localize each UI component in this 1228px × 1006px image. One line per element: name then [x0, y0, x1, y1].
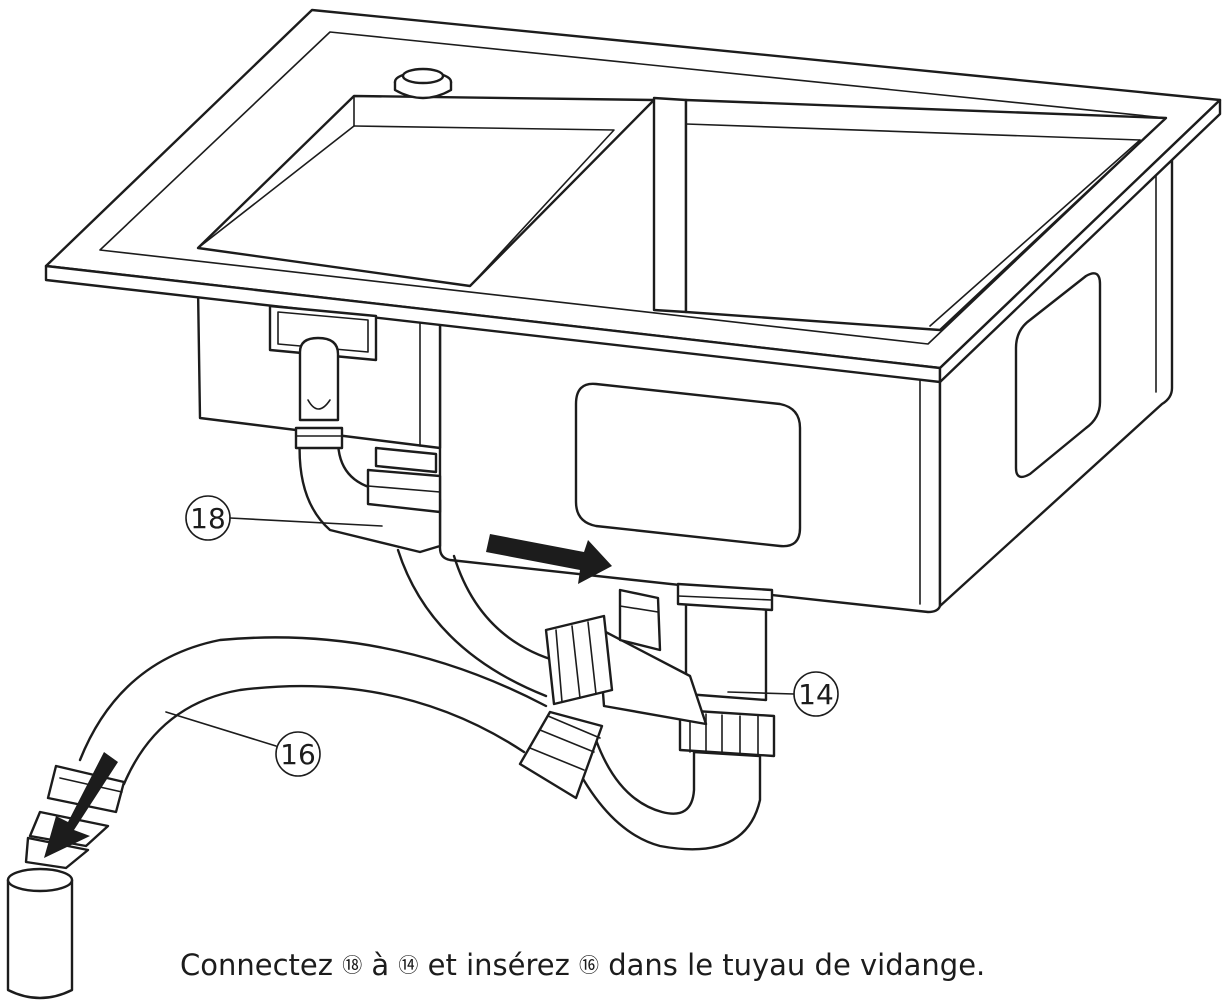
instruction-caption: Connectez ⑱ à ⑭ et insérez ⑯ dans le tuy…: [180, 948, 1220, 982]
sink-body: [196, 158, 1174, 614]
direction-arrows: [44, 534, 612, 858]
tap-hole-knob: [393, 67, 453, 100]
caption-ref-18: ⑱: [342, 953, 363, 977]
caption-text-2: à: [362, 948, 399, 982]
sink-top: [44, 8, 1222, 384]
overflow-fitting: [268, 304, 378, 422]
front-window-cutout: [574, 382, 802, 548]
callout-14: 14: [727, 671, 839, 717]
callout-18: 18: [185, 495, 383, 541]
caption-text-4: dans le tuyau de vidange.: [599, 948, 986, 982]
arrow-into-trap: [486, 534, 612, 584]
callout-18-number: 18: [190, 502, 226, 535]
callout-14-number: 14: [798, 678, 834, 711]
arrow-into-standpipe: [44, 752, 118, 858]
drain-standpipe: [6, 867, 74, 1000]
caption-text-1: Connectez: [180, 948, 343, 982]
callout-16-number: 16: [280, 738, 316, 771]
callout-16: 16: [165, 711, 321, 777]
caption-text-3: et insérez: [418, 948, 580, 982]
side-window-cutout: [1014, 272, 1102, 479]
caption-ref-14: ⑭: [398, 953, 419, 977]
caption-ref-16: ⑯: [579, 953, 600, 977]
trap-14: [518, 582, 776, 851]
